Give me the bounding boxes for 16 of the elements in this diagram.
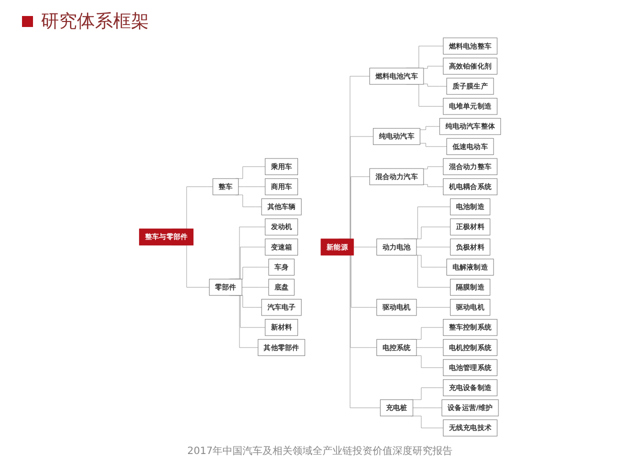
connector bbox=[416, 246, 451, 248]
connector bbox=[420, 126, 440, 130]
connector bbox=[423, 84, 447, 86]
connector bbox=[420, 142, 447, 147]
connector bbox=[242, 287, 269, 288]
connector bbox=[238, 186, 266, 187]
connector bbox=[410, 416, 444, 428]
title: 研究体系框架 bbox=[41, 10, 149, 33]
connector bbox=[423, 66, 444, 69]
connector bbox=[353, 246, 377, 248]
connector bbox=[423, 184, 444, 187]
connector bbox=[416, 307, 451, 308]
caption: 2017年中国汽车及相关领域全产业链投资价值深度研究报告 bbox=[187, 446, 453, 457]
connector bbox=[416, 347, 444, 348]
connector bbox=[423, 166, 444, 170]
connector bbox=[410, 388, 444, 400]
